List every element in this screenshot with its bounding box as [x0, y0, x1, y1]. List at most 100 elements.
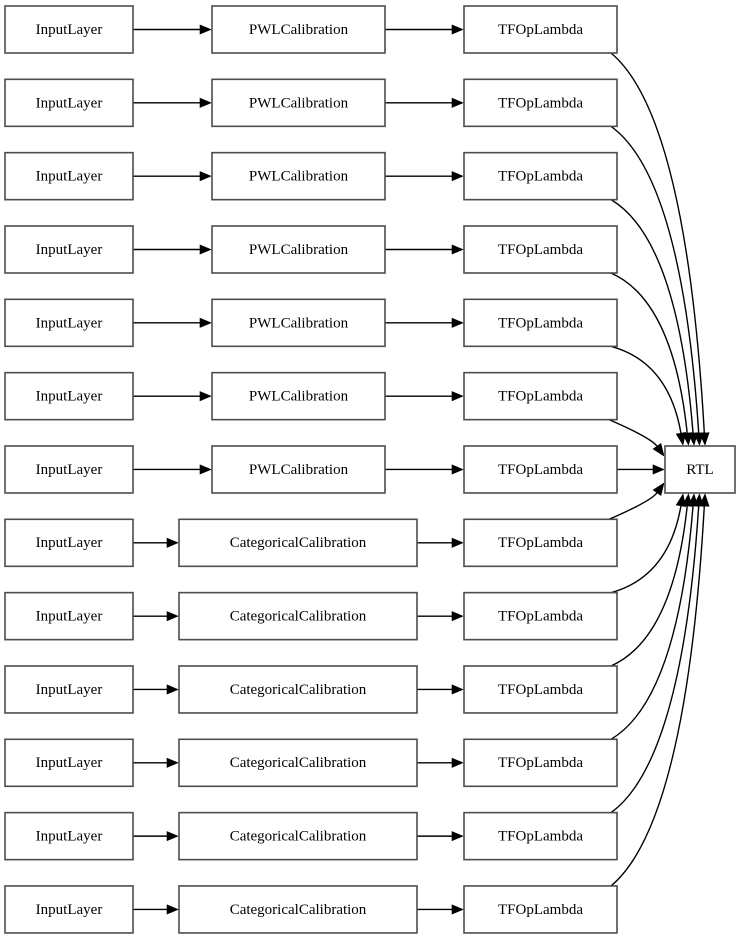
node-input-layer-1-rect [4, 78, 134, 128]
node-input-layer-9-label: InputLayer [36, 682, 103, 698]
node-input-layer-3[interactable]: InputLayer [4, 225, 134, 274]
node-lambda-8-label: TFOpLambda [498, 609, 583, 625]
edge-lambda-to-rtl-4 [610, 345, 687, 446]
node-calibration-3[interactable]: PWLCalibration [211, 225, 386, 274]
node-input-layer-0-rect [4, 5, 134, 54]
node-calibration-0-rect [211, 5, 386, 54]
node-lambda-3-label: TFOpLambda [498, 242, 583, 258]
node-input-layer-6-rect [4, 445, 134, 494]
edge-lambda-to-rtl-9 [610, 493, 693, 667]
node-lambda-12[interactable]: TFOpLambda [463, 885, 618, 934]
node-lambda-5[interactable]: TFOpLambda [463, 371, 618, 421]
node-input-layer-4[interactable]: InputLayer [4, 298, 134, 348]
node-lambda-6-label: TFOpLambda [498, 462, 583, 478]
node-input-layer-4-rect [4, 298, 134, 348]
node-calibration-7-label: CategoricalCalibration [230, 535, 367, 551]
node-lambda-9[interactable]: TFOpLambda [463, 665, 618, 714]
node-calibration-11-rect [178, 811, 418, 861]
node-input-layer-7[interactable]: InputLayer [4, 518, 134, 568]
node-lambda-6[interactable]: TFOpLambda [463, 445, 618, 494]
node-lambda-10-label: TFOpLambda [498, 755, 583, 771]
node-input-layer-11-rect [4, 811, 134, 861]
node-input-layer-6[interactable]: InputLayer [4, 445, 134, 494]
node-lambda-9-label: TFOpLambda [498, 682, 583, 698]
node-rtl-output[interactable]: RTL [664, 445, 736, 494]
node-calibration-12[interactable]: CategoricalCalibration [178, 885, 418, 934]
node-calibration-11[interactable]: CategoricalCalibration [178, 811, 418, 861]
node-calibration-1-rect [211, 78, 386, 128]
node-calibration-6-rect [211, 445, 386, 494]
node-lambda-0[interactable]: TFOpLambda [463, 5, 618, 54]
node-input-layer-2[interactable]: InputLayer [4, 151, 134, 201]
edge-input-to-calibration-8 [133, 611, 179, 622]
node-calibration-7[interactable]: CategoricalCalibration [178, 518, 418, 568]
edge-lambda-to-rtl-2 [610, 199, 699, 446]
node-calibration-4-label: PWLCalibration [249, 315, 349, 331]
node-calibration-8[interactable]: CategoricalCalibration [178, 591, 418, 641]
node-calibration-1[interactable]: PWLCalibration [211, 78, 386, 128]
node-input-layer-12-label: InputLayer [36, 902, 103, 918]
node-input-layer-5-label: InputLayer [36, 389, 103, 405]
node-lambda-7-label: TFOpLambda [498, 535, 583, 551]
edge-calibration-to-lambda-5 [385, 391, 464, 402]
node-input-layer-6-label: InputLayer [36, 462, 103, 478]
node-input-layer-12[interactable]: InputLayer [4, 885, 134, 934]
node-calibration-2[interactable]: PWLCalibration [211, 151, 386, 201]
node-calibration-7-rect [178, 518, 418, 568]
edge-input-to-calibration-11 [133, 831, 179, 842]
edge-calibration-to-lambda-4 [385, 317, 464, 328]
node-input-layer-0-label: InputLayer [36, 22, 103, 38]
node-lambda-4-label: TFOpLambda [498, 315, 583, 331]
node-input-layer-2-label: InputLayer [36, 169, 103, 185]
node-input-layer-1[interactable]: InputLayer [4, 78, 134, 128]
node-calibration-9[interactable]: CategoricalCalibration [178, 665, 418, 714]
edge-input-to-calibration-12 [133, 904, 179, 915]
node-lambda-10[interactable]: TFOpLambda [463, 738, 618, 788]
node-lambda-7[interactable]: TFOpLambda [463, 518, 618, 568]
node-lambda-2-rect [463, 151, 618, 201]
node-lambda-1-label: TFOpLambda [498, 95, 583, 111]
node-lambda-8[interactable]: TFOpLambda [463, 591, 618, 641]
node-lambda-0-rect [463, 5, 618, 54]
node-calibration-0-label: PWLCalibration [249, 22, 349, 38]
node-lambda-4[interactable]: TFOpLambda [463, 298, 618, 348]
node-calibration-8-label: CategoricalCalibration [230, 609, 367, 625]
node-lambda-10-rect [463, 738, 618, 788]
node-calibration-9-label: CategoricalCalibration [230, 682, 367, 698]
node-lambda-5-label: TFOpLambda [498, 389, 583, 405]
node-calibration-4-rect [211, 298, 386, 348]
node-lambda-3[interactable]: TFOpLambda [463, 225, 618, 274]
node-calibration-10[interactable]: CategoricalCalibration [178, 738, 418, 788]
node-calibration-4[interactable]: PWLCalibration [211, 298, 386, 348]
node-calibration-9-rect [178, 665, 418, 714]
node-input-layer-10[interactable]: InputLayer [4, 738, 134, 788]
node-input-layer-7-rect [4, 518, 134, 568]
node-calibration-10-label: CategoricalCalibration [230, 755, 367, 771]
node-input-layer-8[interactable]: InputLayer [4, 591, 134, 641]
node-input-layer-2-rect [4, 151, 134, 201]
node-input-layer-8-label: InputLayer [36, 609, 103, 625]
node-input-layer-0[interactable]: InputLayer [4, 5, 134, 54]
edge-input-to-calibration-7 [133, 537, 179, 548]
node-input-layer-5[interactable]: InputLayer [4, 371, 134, 421]
node-calibration-0[interactable]: PWLCalibration [211, 5, 386, 54]
node-calibration-5[interactable]: PWLCalibration [211, 371, 386, 421]
node-calibration-3-label: PWLCalibration [249, 242, 349, 258]
node-input-layer-11[interactable]: InputLayer [4, 811, 134, 861]
node-calibration-8-rect [178, 591, 418, 641]
node-input-layer-9[interactable]: InputLayer [4, 665, 134, 714]
node-calibration-6[interactable]: PWLCalibration [211, 445, 386, 494]
edge-input-to-calibration-0 [133, 24, 212, 35]
node-lambda-11[interactable]: TFOpLambda [463, 811, 618, 861]
node-input-layer-4-label: InputLayer [36, 315, 103, 331]
node-lambda-2[interactable]: TFOpLambda [463, 151, 618, 201]
node-calibration-10-rect [178, 738, 418, 788]
node-input-layer-8-rect [4, 591, 134, 641]
node-input-layer-10-rect [4, 738, 134, 788]
node-calibration-12-rect [178, 885, 418, 934]
edge-input-to-calibration-5 [133, 391, 212, 402]
node-lambda-1[interactable]: TFOpLambda [463, 78, 618, 128]
